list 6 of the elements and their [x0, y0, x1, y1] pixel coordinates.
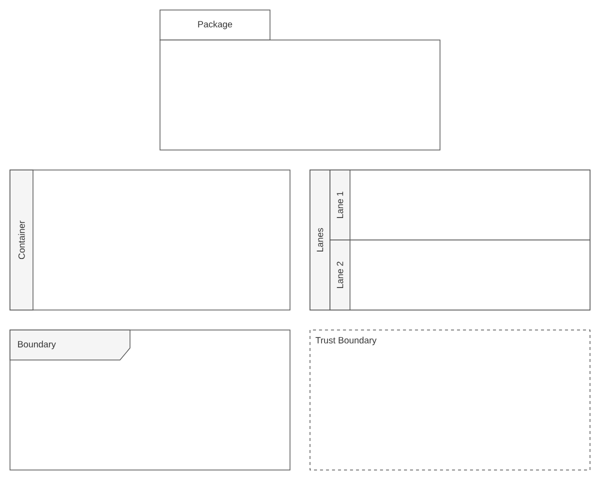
- container-box: Container: [10, 170, 290, 310]
- lane-box: Lane 1: [330, 170, 590, 240]
- trust-boundary-box: Trust Boundary: [310, 330, 590, 470]
- lane-box: Lane 2: [330, 240, 590, 310]
- node-label: Package: [198, 20, 232, 30]
- boundary-box: Boundary: [10, 330, 290, 470]
